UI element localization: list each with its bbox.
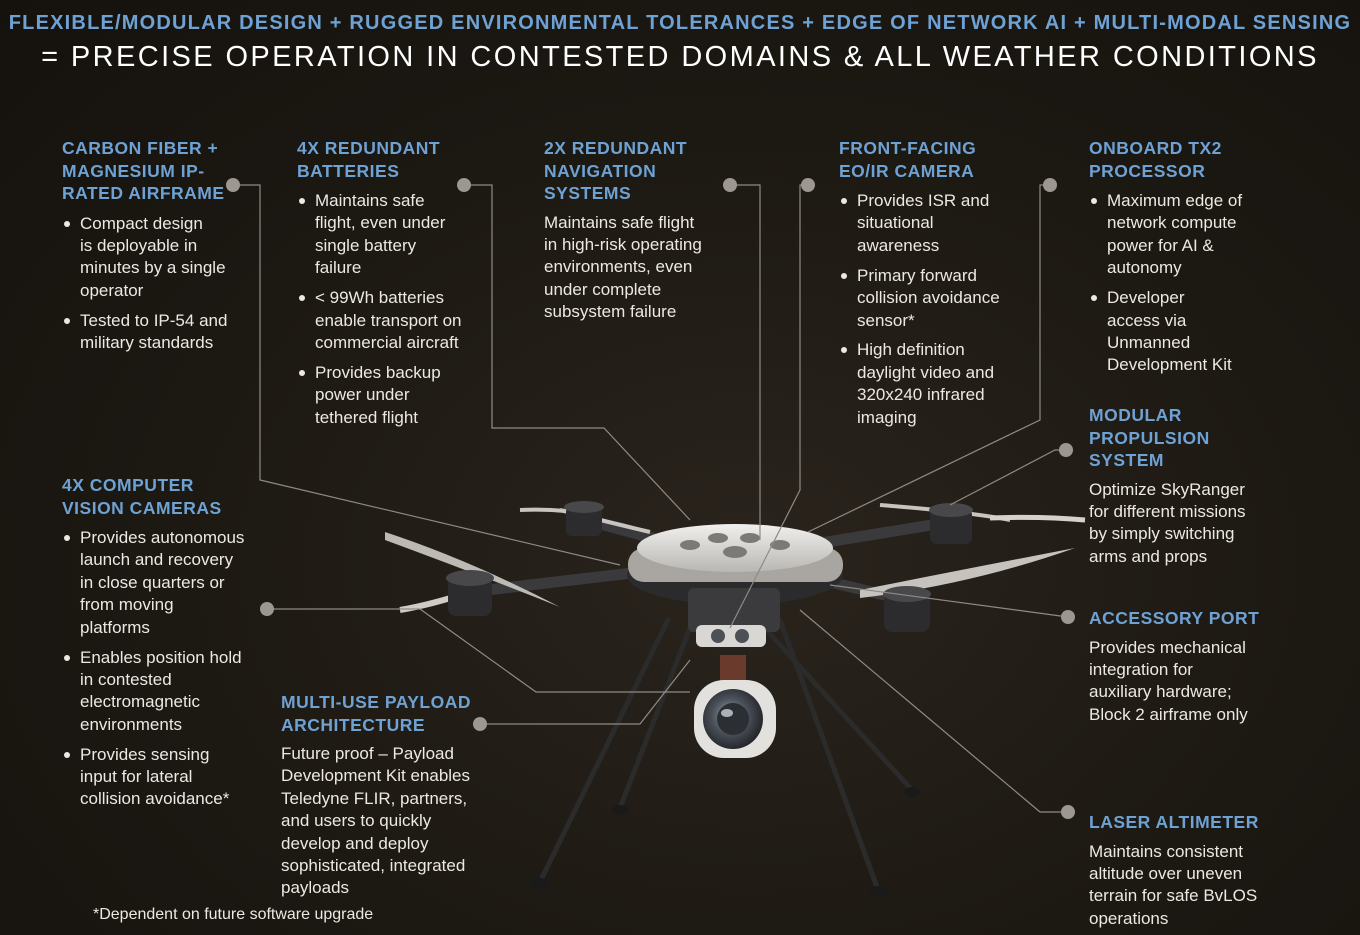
feature-description: Provides mechanical integration for auxi… [1089,637,1248,724]
leg-foot [531,878,549,890]
leader-dot [1043,178,1057,192]
leader-dot [1061,805,1075,819]
feature-title: ONBOARD TX2 PROCESSOR [1089,138,1222,181]
feature-title: 4X REDUNDANT BATTERIES [297,138,441,181]
feature-bullets: Maximum edge of network compute power fo… [1089,190,1289,377]
feature-processor: ONBOARD TX2 PROCESSOR Maximum edge of ne… [1089,137,1289,384]
leader-dot [226,178,240,192]
bullet-item: Provides sensing input for lateral colli… [62,744,272,811]
leg-foot [612,805,628,815]
landing-legs [537,617,915,893]
leader-dot [801,178,815,192]
feature-title: MULTI-USE PAYLOAD ARCHITECTURE [281,692,471,735]
feature-bullets: Compact design is deployable in minutes … [62,213,262,355]
feature-title: CARBON FIBER + MAGNESIUM IP- RATED AIRFR… [62,138,225,203]
leader-dot [723,178,737,192]
feature-navigation: 2X REDUNDANT NAVIGATION SYSTEMS Maintain… [544,137,744,324]
leader-dot [457,178,471,192]
bullet-item: Enables position hold in contested elect… [62,647,272,737]
feature-payload: MULTI-USE PAYLOAD ARCHITECTURE Future pr… [281,691,511,900]
leg-foot [869,886,887,898]
feature-bullets: Provides ISR and situational awareness P… [839,190,1039,429]
leader-dot [1061,610,1075,624]
feature-laser-altimeter: LASER ALTIMETER Maintains consistent alt… [1089,811,1319,930]
feature-description: Maintains consistent altitude over uneve… [1089,841,1258,928]
bullet-item: Primary forward collision avoidance sens… [839,265,1039,332]
leader-dots [226,178,1075,819]
bullet-item: Compact design is deployable in minutes … [62,213,262,303]
feature-description: Future proof – Payload Development Kit e… [281,744,471,898]
footnote: *Dependent on future software upgrade [93,906,374,923]
header: FLEXIBLE/MODULAR DESIGN + RUGGED ENVIRON… [0,12,1360,74]
bullet-item: Developer access via Unmanned Developmen… [1089,287,1289,377]
feature-camera: FRONT-FACING EO/IR CAMERA Provides ISR a… [839,137,1039,437]
feature-title: MODULAR PROPULSION SYSTEM [1089,405,1210,470]
rotor-rear-right [879,503,1086,544]
bullet-item: Provides ISR and situational awareness [839,190,1039,257]
feature-title: ACCESSORY PORT [1089,608,1260,628]
feature-batteries: 4X REDUNDANT BATTERIES Maintains safe fl… [297,137,497,437]
leader-dot [1059,443,1073,457]
gimbal-camera [694,680,776,758]
feature-description: Optimize SkyRanger for different mission… [1089,479,1246,566]
rotor-rear-left [519,501,651,536]
leader-dot [473,717,487,731]
feature-title: 2X REDUNDANT NAVIGATION SYSTEMS [544,138,688,203]
rotor-front-right [860,548,1075,632]
bullet-item: Tested to IP-54 and military standards [62,310,262,355]
feature-description: Maintains safe flight in high-risk opera… [544,212,702,322]
drone-body [627,524,843,683]
bullet-item: Maximum edge of network compute power fo… [1089,190,1289,280]
leader-dot [260,602,274,616]
header-tagline: FLEXIBLE/MODULAR DESIGN + RUGGED ENVIRON… [8,12,1352,34]
feature-title: LASER ALTIMETER [1089,812,1259,832]
feature-bullets: Maintains safe flight, even under single… [297,190,497,429]
bullet-item: Provides backup power under tethered fli… [297,362,497,429]
bullet-item: Provides autonomous launch and recovery … [62,527,272,639]
feature-airframe: CARBON FIBER + MAGNESIUM IP- RATED AIRFR… [62,137,262,362]
feature-accessory-port: ACCESSORY PORT Provides mechanical integ… [1089,607,1319,726]
feature-title: FRONT-FACING EO/IR CAMERA [839,138,977,181]
feature-title: 4X COMPUTER VISION CAMERAS [62,475,222,518]
feature-bullets: Provides autonomous launch and recovery … [62,527,272,811]
bullet-item: < 99Wh batteries enable transport on com… [297,287,497,354]
header-headline: = PRECISE OPERATION IN CONTESTED DOMAINS… [41,41,1319,73]
leg-foot [904,787,920,797]
bullet-item: Maintains safe flight, even under single… [297,190,497,280]
bullet-item: High definition daylight video and 320x2… [839,339,1039,429]
feature-propulsion: MODULAR PROPULSION SYSTEM Optimize SkyRa… [1089,404,1319,568]
feature-vision-cameras: 4X COMPUTER VISION CAMERAS Provides auto… [62,474,272,818]
